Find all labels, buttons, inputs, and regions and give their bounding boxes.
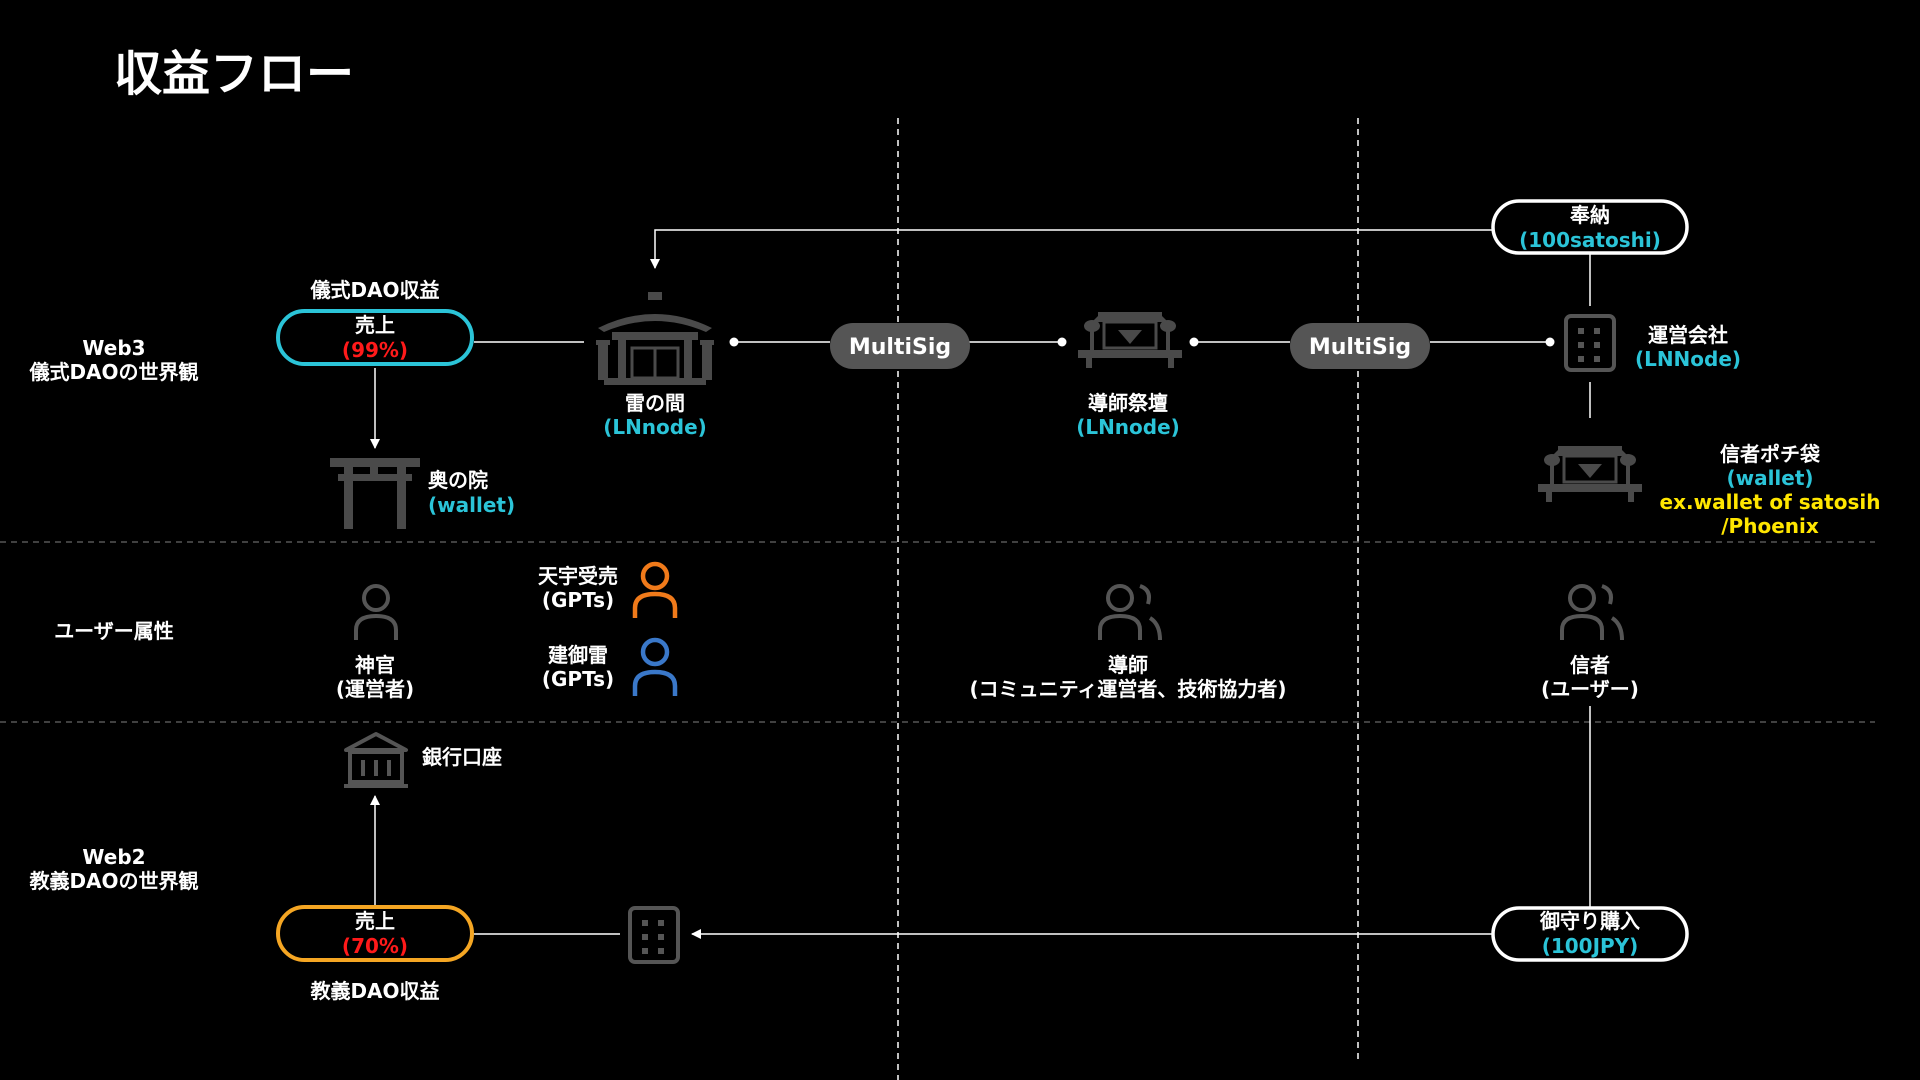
pouch-altar-icon [1538,446,1642,502]
gpt2-person-icon [632,637,678,696]
pouch-note-2: /Phoenix [1721,514,1819,538]
gpt1-person-icon [632,561,678,618]
multisig-2-pill [1290,323,1430,369]
offering-label: 奉納 [1569,203,1610,227]
offering-box [1491,199,1689,255]
sales-bottom-label: 売上 [355,909,395,933]
pouch-note-1: ex.wallet of satosih [1660,490,1881,514]
raiden-label: 雷の間 [625,391,685,415]
doshi-sub: (コミュニティ運営者、技術協力者) [969,677,1286,701]
doshi-group-icon [1098,584,1162,641]
doshi-label: 導師 [1108,653,1148,677]
shinkan-sub: (運営者) [336,677,414,701]
offering-sub: (100satoshi) [1519,228,1661,252]
doshi-altar-label: 導師祭壇 [1088,391,1168,415]
company-label: 運営会社 [1648,323,1728,347]
row-label-web3-world: 儀式DAOの世界観 [28,360,198,384]
row-label-web3: Web3 [82,336,145,360]
shinkan-person-icon [354,584,398,640]
gpt1-label: 天宇受売 [538,564,618,588]
okunoin-sub: (wallet) [428,493,515,517]
shinkan-label: 神官 [355,653,395,677]
omamori-label: 御守り購入 [1539,909,1640,933]
row-label-web2-world: 教義DAOの世界観 [29,869,198,893]
gpt2-label: 建御雷 [548,643,608,667]
building-icon [628,906,680,964]
gpt2-sub: (GPTs) [542,667,614,691]
pouch-label: 信者ポチ袋 [1720,442,1821,466]
row-label-users: ユーザー属性 [54,619,174,643]
torii-icon [330,458,420,529]
omamori-sub: (100JPY) [1542,934,1639,958]
page-title: 収益フロー [114,46,354,102]
ritual-revenue-caption: 儀式DAO収益 [309,278,439,302]
row-label-web2: Web2 [82,845,145,869]
sales-bottom-box [276,905,474,962]
company-sub: (LNNode) [1635,347,1741,371]
gpt1-sub: (GPTs) [542,588,614,612]
sales-top-label: 売上 [355,313,395,337]
sales-top-box [276,309,474,366]
believer-sub: (ユーザー) [1541,677,1639,701]
believer-label: 信者 [1570,653,1610,677]
believer-group-icon [1560,584,1624,641]
shrine-icon [596,292,714,385]
sales-bottom-percent: (70%) [342,934,408,958]
connector-dot [729,337,739,347]
doctrine-revenue-caption: 教義DAO収益 [310,979,439,1003]
multisig-1-label: MultiSig [849,335,951,360]
connector-dot [1545,337,1555,347]
bank-icon [344,732,408,788]
omamori-box [1491,906,1689,962]
sales-top-percent: (99%) [342,338,408,362]
connector-dot [1057,337,1067,347]
multisig-1-pill [830,323,970,369]
connector-dot [1189,337,1199,347]
doshi-altar-sub: (LNnode) [1076,415,1180,439]
multisig-2-label: MultiSig [1309,335,1411,360]
building-icon [1564,314,1616,372]
okunoin-label: 奥の院 [428,468,488,492]
raiden-sub: (LNnode) [603,415,707,439]
pouch-sub: (wallet) [1726,466,1813,490]
bank-label: 銀行口座 [422,745,502,769]
connector-offering-to-raiden [650,229,1493,269]
altar-icon [1078,312,1182,368]
